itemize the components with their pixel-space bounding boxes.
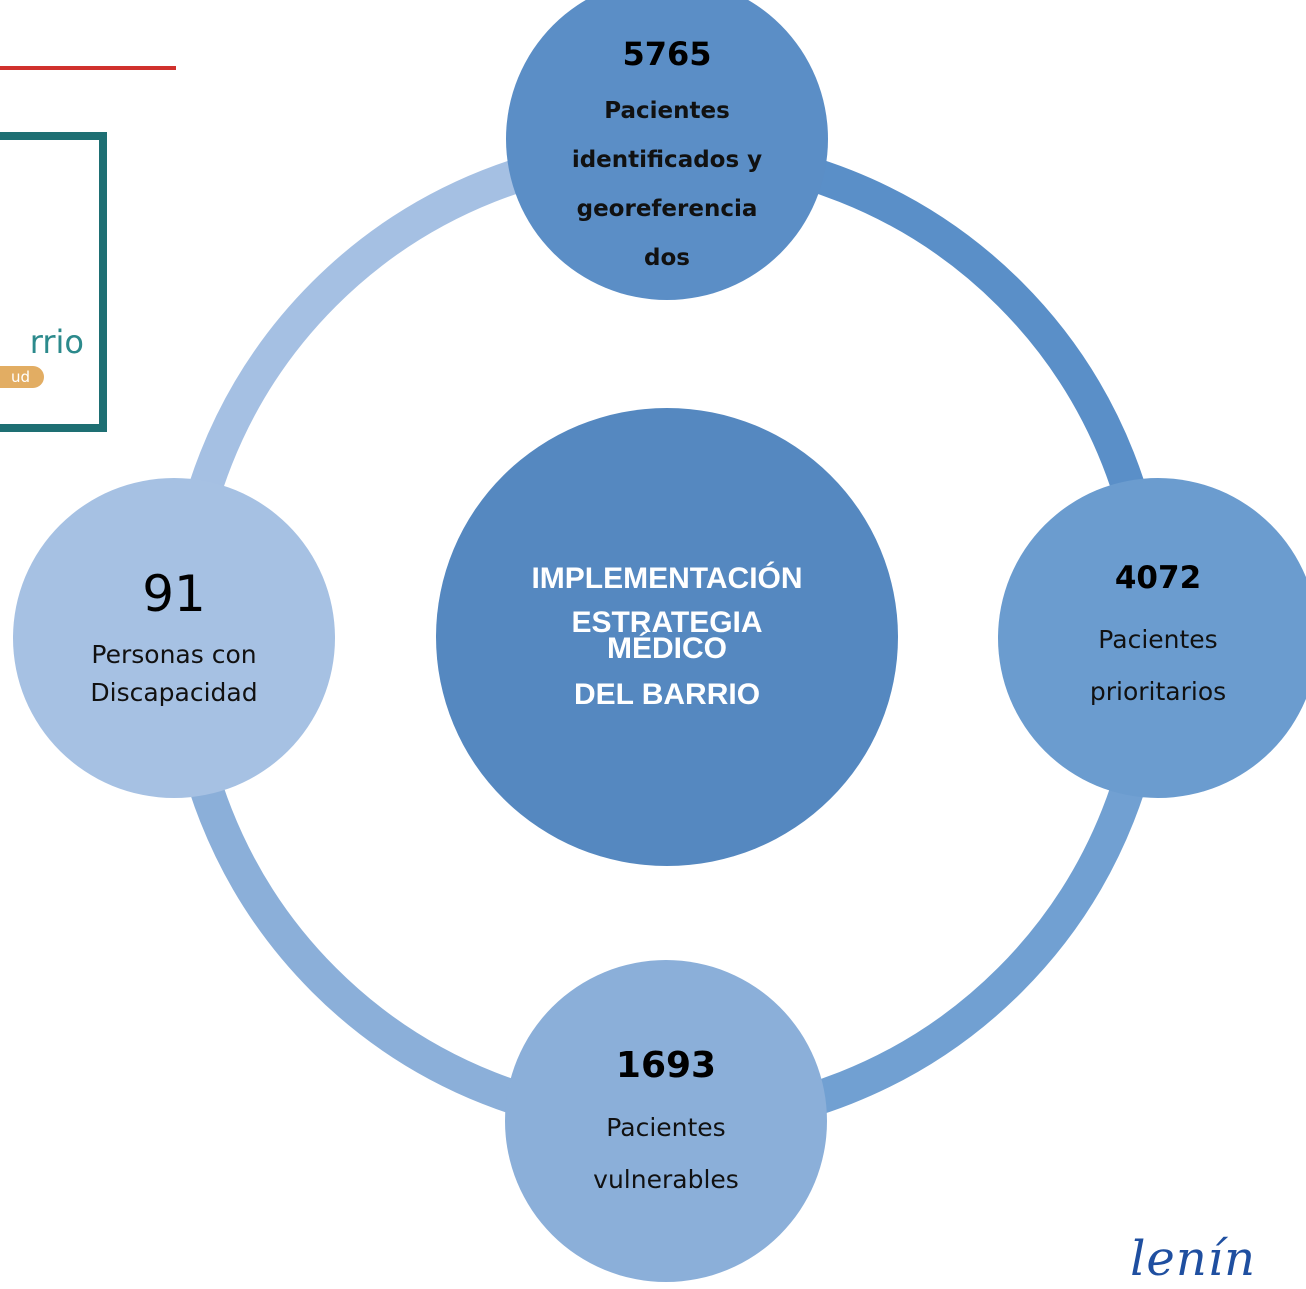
center-line-3: MÉDICO [607, 632, 727, 665]
node-left-value: 91 [142, 565, 206, 623]
node-left-label-2: Discapacidad [90, 678, 258, 707]
node-left-label-1: Personas con [91, 640, 257, 669]
logo-pill: ud [0, 366, 44, 388]
center-circle: IMPLEMENTACIÓN ESTRATEGIA MÉDICO DEL BAR… [436, 408, 898, 866]
header-accent-line [0, 66, 176, 70]
node-bottom-label-2: vulnerables [593, 1165, 739, 1194]
node-identified-patients: 5765 Pacientes identificados y georefere… [506, 0, 828, 300]
node-top-label-2: identificados y [571, 147, 763, 173]
node-bottom-label-1: Pacientes [606, 1113, 726, 1142]
node-right-value: 4072 [1114, 560, 1202, 596]
medico-del-barrio-logo: rrio ud [0, 132, 107, 432]
node-bottom-value: 1693 [615, 1045, 717, 1086]
logo-text: rrio [29, 323, 84, 361]
node-vulnerable-patients: 1693 Pacientes vulnerables [505, 960, 827, 1282]
center-line-2: ESTRATEGIA [571, 606, 763, 639]
signature: lenín [1130, 1231, 1256, 1287]
node-top-label-1: Pacientes [604, 98, 730, 124]
node-top-label-4: dos [644, 245, 690, 271]
center-line-1: IMPLEMENTACIÓN [531, 562, 803, 595]
node-priority-patients: 4072 Pacientes prioritarios [998, 478, 1306, 798]
node-right-label-2: prioritarios [1089, 677, 1227, 706]
node-right-label-1: Pacientes [1098, 625, 1218, 654]
node-top-value: 5765 [622, 35, 712, 73]
node-disability: 91 Personas con Discapacidad [13, 478, 335, 798]
center-line-4: DEL BARRIO [573, 678, 761, 711]
node-top-label-3: georeferencia [576, 196, 758, 222]
